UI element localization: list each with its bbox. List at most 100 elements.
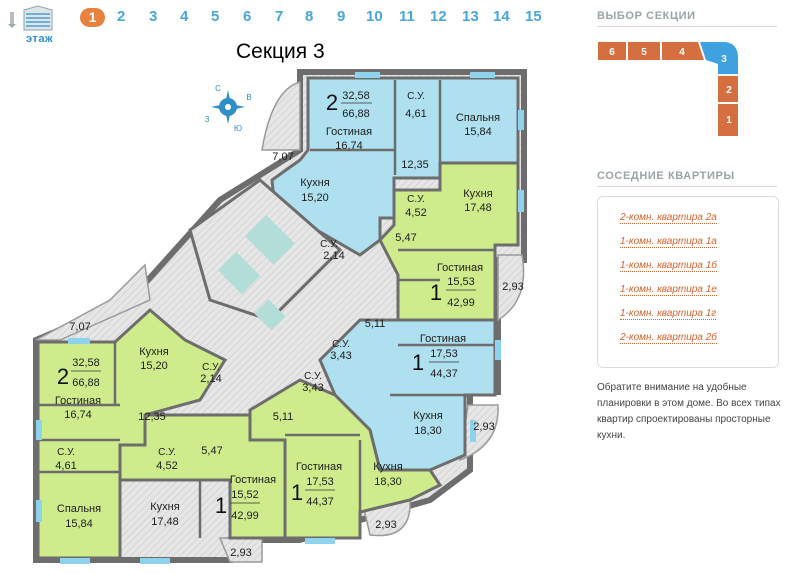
room-label: Кухня [373, 461, 402, 473]
section-selector: 6 5 4 3 2 1 [598, 42, 738, 136]
info-note: Обратите внимание на удобные планировки … [597, 382, 781, 441]
apt-living-3: 17,53 [430, 348, 458, 360]
section-5-button[interactable]: 5 [628, 42, 660, 60]
room-area: 17,48 [464, 202, 492, 214]
room-label: Гостиная [326, 126, 372, 138]
room-label: Спальня [57, 503, 101, 515]
room-label: Кухня [300, 177, 329, 189]
neighbor-link-2b[interactable]: 2-комн. квартира 2б [620, 332, 717, 344]
apt-rooms-4: 1 [291, 480, 303, 505]
room-label: С.У. [407, 194, 425, 205]
neighbor-link-1g[interactable]: 1-комн. квартира 1г [620, 308, 717, 320]
section-6-label: 6 [609, 47, 615, 58]
compass-w: З [205, 115, 210, 124]
floor-item-11[interactable]: 11 [399, 8, 415, 25]
floor-item-12[interactable]: 12 [430, 8, 447, 25]
room-label: Кухня [139, 346, 168, 358]
neighbor-link-1b[interactable]: 1-комн. квартира 1б [620, 260, 717, 272]
room-area: 18,30 [414, 425, 442, 437]
balcony-top-left [261, 81, 301, 151]
apt-total-1: 66,88 [342, 108, 370, 120]
floor-item-6[interactable]: 6 [243, 8, 252, 25]
room-area: 3,43 [330, 350, 351, 362]
floor-item-2[interactable]: 2 [117, 8, 126, 25]
room-area: 5,47 [201, 445, 222, 457]
floor-item-8[interactable]: 8 [305, 8, 314, 25]
room-area: 4,52 [405, 207, 426, 219]
apt-total-5: 42,99 [231, 510, 259, 522]
floor-item-3[interactable]: 3 [149, 8, 158, 25]
divider [597, 26, 777, 27]
room-area: 5,11 [273, 411, 294, 423]
section-selector-title: ВЫБОР СЕКЦИИ [597, 10, 696, 22]
room-label: С.У. [407, 91, 425, 102]
section-6-button[interactable]: 6 [598, 42, 626, 60]
balcony-area: 2,93 [230, 547, 251, 559]
neighbor-link-1e[interactable]: 1-комн. квартира 1е [620, 284, 717, 296]
floor-item-9[interactable]: 9 [337, 8, 346, 25]
neighbor-link-2a[interactable]: 2-комн. квартира 2а [620, 212, 717, 224]
section-2-button[interactable]: 2 [718, 76, 738, 102]
apt-rooms-5: 1 [215, 493, 227, 518]
room-label: Гостиная [420, 333, 466, 345]
balcony-area: 2,93 [502, 281, 523, 293]
apt-rooms-3: 1 [412, 350, 424, 375]
section-title: Секция 3 [236, 40, 325, 63]
section-1-label: 1 [726, 115, 732, 126]
neighbors-title: СОСЕДНИЕ КВАРТИРЫ [597, 170, 735, 182]
room-area: 16,74 [64, 409, 92, 421]
room-label: С.У. [158, 447, 176, 458]
room-area: 5,47 [395, 232, 416, 244]
room-label: С.У. [332, 339, 350, 350]
room-area: 17,48 [151, 516, 179, 528]
elevator-1 [245, 215, 295, 265]
room-label: С.У. [320, 239, 338, 250]
balcony-right-2 [459, 404, 499, 462]
floor-plan: С В Ю З 2 32,58 66,88 Гостиная 16,74 С.У… [33, 69, 527, 564]
apt-living-5: 15,52 [231, 489, 259, 501]
floor-item-1-active[interactable]: 1 [80, 8, 105, 27]
section-1-button[interactable]: 1 [718, 104, 738, 136]
room-area: 15,20 [301, 192, 329, 204]
room-area: 15,20 [140, 360, 168, 372]
apt-total-3: 44,37 [430, 368, 458, 380]
floor-item-5[interactable]: 5 [211, 8, 220, 25]
room-area: 12,35 [401, 159, 429, 171]
room-label: Кухня [413, 410, 442, 422]
room-label: Гостиная [55, 395, 101, 407]
room-label: С.У. [57, 447, 75, 458]
floor-item-7[interactable]: 7 [275, 8, 284, 25]
section-3-label: 3 [721, 54, 727, 65]
apt-rooms-1: 2 [326, 90, 338, 115]
balcony-right-1 [497, 254, 525, 322]
floor-item-15[interactable]: 15 [525, 8, 542, 25]
compass: С В Ю З [205, 84, 252, 133]
elevator-2 [217, 251, 261, 295]
floor-item-10[interactable]: 10 [366, 8, 383, 25]
building-icon[interactable] [6, 4, 66, 34]
section-3-button[interactable]: 3 [700, 42, 738, 74]
section-4-label: 4 [679, 47, 685, 58]
room-area: 3,43 [302, 382, 323, 394]
apt-living-1: 32,58 [342, 90, 370, 102]
floor-item-4[interactable]: 4 [180, 8, 189, 25]
section-2-label: 2 [726, 85, 732, 96]
compass-e: В [246, 93, 251, 102]
neighbor-link-1a[interactable]: 1-комн. квартира 1а [620, 236, 717, 248]
compass-n: С [215, 84, 221, 93]
elevator-3 [254, 299, 286, 331]
room-area: 4,61 [405, 108, 426, 120]
apt-rooms-6: 2 [57, 364, 69, 389]
balcony-area: 7,07 [272, 151, 293, 163]
apt-living-6: 32,58 [72, 357, 100, 369]
floor-item-14[interactable]: 14 [493, 8, 510, 25]
room-label: С.У. [304, 371, 322, 382]
room-label: Кухня [463, 188, 492, 200]
section-4-button[interactable]: 4 [662, 42, 704, 60]
room-area: 2,14 [323, 250, 344, 262]
floor-item-13[interactable]: 13 [462, 8, 479, 25]
apartment-2b[interactable] [36, 307, 228, 560]
room-label: Гостиная [296, 461, 342, 473]
room-area: 12,35 [138, 411, 166, 423]
balcony-area: 7,07 [69, 321, 90, 333]
